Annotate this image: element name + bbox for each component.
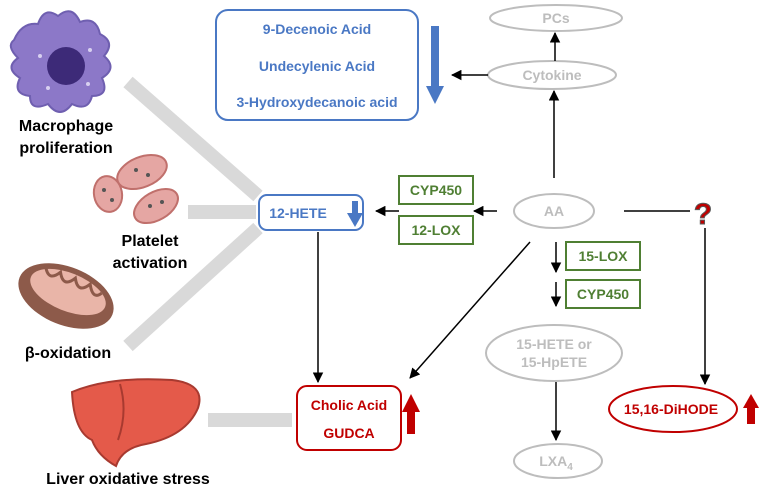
pathway-arrows	[312, 31, 711, 442]
pcs-node	[489, 4, 623, 32]
liver-stress-label: Liver oxidative stress	[46, 471, 210, 488]
dihode-node	[608, 385, 738, 433]
lox12-box	[398, 215, 474, 245]
acid-item: 9-Decenoic Acid	[263, 21, 371, 37]
hete12-label: 12-HETE	[269, 205, 327, 221]
question-mark-icon: ?	[694, 198, 712, 231]
hete15-label-line1: 15-HETE or	[516, 336, 592, 352]
up-arrow-icon	[743, 394, 759, 424]
macrophage-label-line2: proliferation	[19, 140, 112, 157]
hete12-box	[258, 194, 364, 231]
arrow-aa-to-cholic	[409, 241, 531, 379]
lxa4-base: LXA	[539, 453, 567, 469]
macrophage-label-line1: Macrophage	[19, 118, 113, 135]
acid-item: Undecylenic Acid	[259, 58, 375, 74]
connector-macrophage	[123, 76, 263, 202]
macrophage-cell-icon	[9, 10, 112, 113]
beta-oxidation-label: β-oxidation	[25, 345, 111, 362]
lxa4-node	[513, 443, 603, 479]
lxa4-subscript: 4	[567, 462, 573, 473]
lox15-label: 15-LOX	[578, 248, 628, 264]
lox12-label: 12-LOX	[411, 222, 461, 238]
liver-icon	[70, 378, 201, 468]
platelet-icon	[92, 154, 179, 225]
cyp450-bottom-label: CYP450	[577, 286, 629, 302]
pcs-label: PCs	[542, 10, 569, 26]
hete15-node	[485, 324, 623, 382]
connector-bars	[123, 76, 292, 427]
fatty-acids-box	[215, 9, 419, 121]
lxa4-label: LXA4	[539, 453, 573, 473]
aa-node	[513, 193, 595, 229]
cyp450-top-label: CYP450	[410, 182, 462, 198]
acid-item: 3-Hydroxydecanoic acid	[236, 94, 397, 110]
cytokine-label: Cytokine	[522, 67, 581, 83]
hete15-label-line2: 15-HpETE	[521, 354, 587, 370]
dihode-label: 15,16-DiHODE	[624, 401, 718, 417]
gudca-label: GUDCA	[323, 425, 374, 441]
cholic-acid-label: Cholic Acid	[311, 397, 388, 413]
cyp450-bottom-box	[565, 279, 641, 309]
lox15-box	[565, 241, 641, 271]
platelet-label-line1: Platelet	[122, 233, 180, 250]
down-arrow-icon	[347, 201, 363, 227]
aa-label: AA	[544, 203, 564, 219]
connector-beta-oxidation	[123, 222, 263, 352]
up-arrow-icon	[402, 394, 420, 434]
cholic-gudca-box	[296, 385, 402, 451]
platelet-label-line2: activation	[113, 255, 188, 272]
down-arrow-icon	[426, 26, 444, 104]
cyp450-top-box	[398, 175, 474, 205]
mitochondrion-icon	[18, 263, 114, 329]
